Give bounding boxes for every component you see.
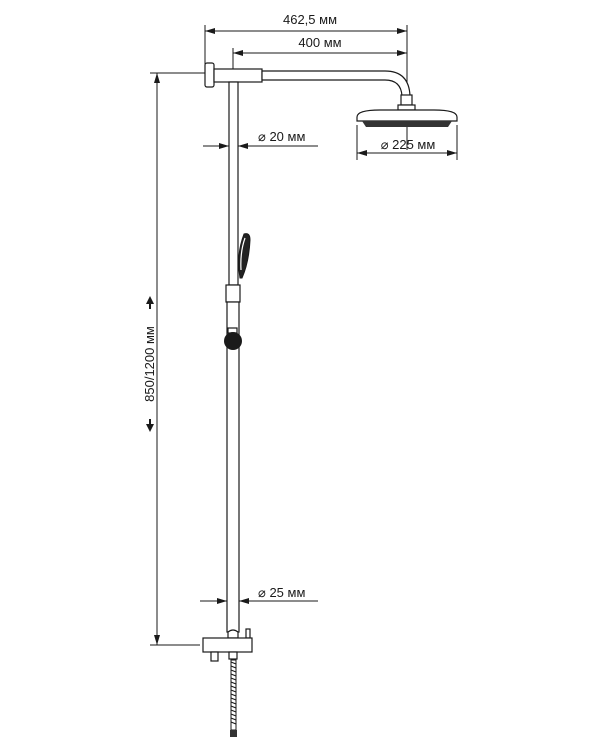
dimension-label: 850/1200 мм bbox=[142, 326, 157, 402]
dimension-label: ⌀ 225 мм bbox=[381, 137, 436, 152]
dimension-label: 462,5 мм bbox=[283, 12, 337, 27]
slider-knob bbox=[224, 327, 242, 350]
shower-arm bbox=[204, 62, 416, 111]
mixer-valve bbox=[202, 628, 253, 662]
dimension-total-arm: 462,5 мм bbox=[204, 12, 408, 150]
hand-shower bbox=[238, 233, 251, 279]
dimension-label: ⌀ 20 мм bbox=[258, 129, 305, 144]
dimension-label: ⌀ 25 мм bbox=[258, 585, 305, 600]
rain-shower-head bbox=[356, 109, 458, 127]
dimension-lower-pipe: ⌀ 25 мм bbox=[200, 585, 318, 604]
dimension-label: 400 мм bbox=[298, 35, 341, 50]
dimension-height: 850/1200 мм bbox=[142, 72, 205, 646]
dimension-upper-pipe: ⌀ 20 мм bbox=[203, 129, 318, 149]
dimension-head-diameter: ⌀ 225 мм bbox=[356, 125, 458, 160]
arrow-up-icon bbox=[146, 296, 154, 309]
riser-pipe bbox=[225, 81, 241, 633]
arrow-down-icon bbox=[146, 419, 154, 432]
shower-hose bbox=[230, 659, 237, 737]
